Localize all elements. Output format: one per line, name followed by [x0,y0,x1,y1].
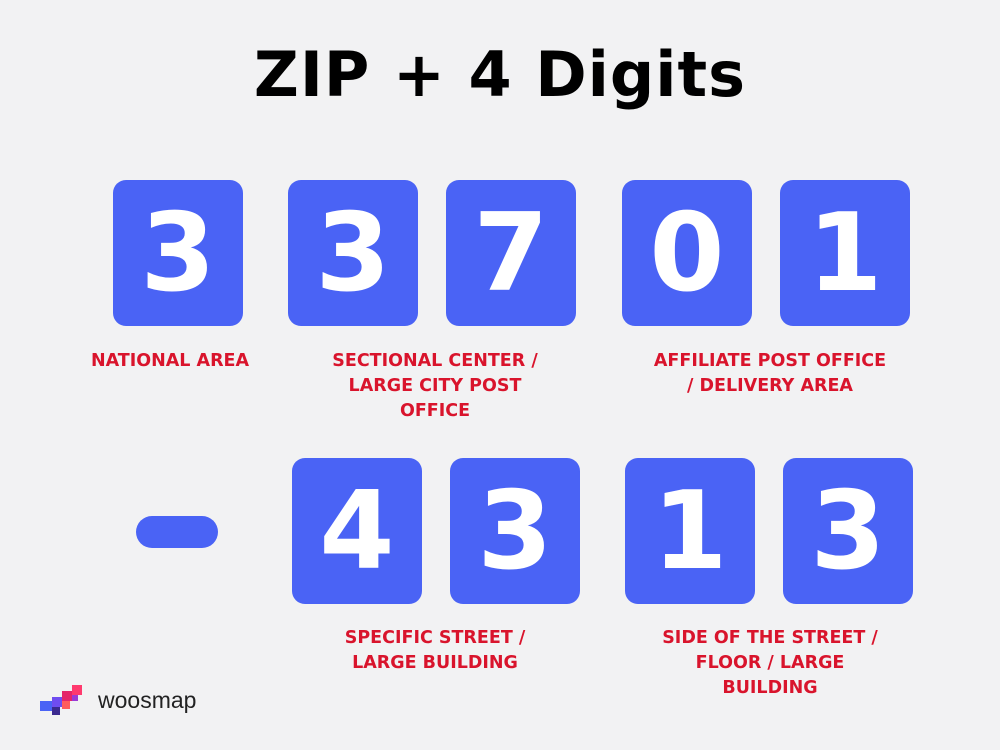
digit-tile-side-of-street-2: 3 [783,458,913,604]
digit-tile-specific-street-2: 3 [450,458,580,604]
dash-separator [136,516,218,548]
diagram-title: ZIP + 4 Digits [253,38,747,111]
label-sectional-center: SECTIONAL CENTER / LARGE CITY POST OFFIC… [332,351,538,421]
label-side-of-street: SIDE OF THE STREET / FLOOR / LARGE BUILD… [662,628,878,698]
woosmap-logo: woosmap [40,682,196,718]
label-national-area: NATIONAL AREA [90,351,250,371]
brand-name: woosmap [98,686,197,713]
label-affiliate-post-office: AFFILIATE POST OFFICE / DELIVERY AREA [653,351,887,396]
digit-tile-affiliate-1: 0 [622,180,752,326]
digit-tile-specific-street-1: 4 [292,458,422,604]
digit-tile-affiliate-2: 1 [780,180,910,326]
label-specific-street: SPECIFIC STREET / LARGE BUILDING [344,628,526,673]
digit-tile-national-area: 3 [113,180,243,326]
digit-tile-sectional-center-2: 7 [446,180,576,326]
digit-tile-sectional-center-1: 3 [288,180,418,326]
digit-tile-side-of-street-1: 1 [625,458,755,604]
woosmap-logo-icon [40,685,82,715]
